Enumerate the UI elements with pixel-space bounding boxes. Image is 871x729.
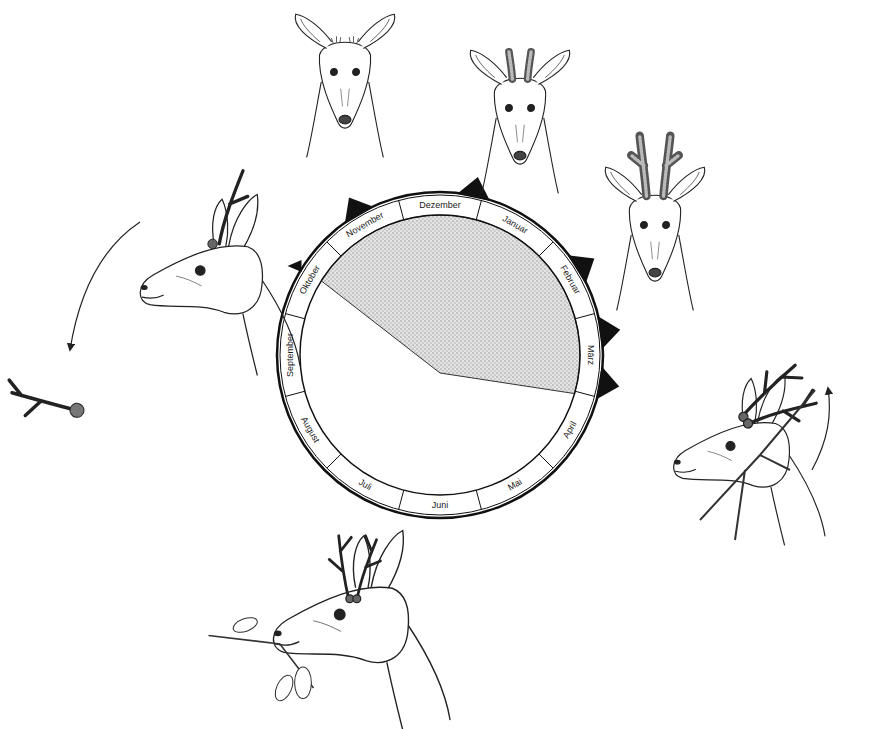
rub-arrow	[812, 388, 829, 470]
month-label: Januar	[501, 214, 529, 236]
deer-head	[295, 14, 395, 157]
month-label: Juni	[432, 501, 449, 510]
month-label: März	[586, 345, 595, 365]
deer-head	[470, 50, 570, 193]
rubbing-branch	[700, 390, 815, 540]
month-label: Oktober	[298, 264, 322, 296]
shaded-period	[321, 215, 580, 394]
shed-antler	[4, 380, 87, 425]
month-label: April	[561, 420, 578, 440]
month-label: Juli	[357, 478, 373, 493]
drop-arrow	[70, 222, 140, 350]
deer-head	[605, 136, 705, 310]
month-label: Mai	[506, 477, 523, 492]
month-label: Februar	[558, 264, 582, 296]
deer-head	[140, 171, 300, 375]
deer-head	[674, 356, 825, 545]
month-label: September	[286, 333, 295, 377]
month-label: Dezember	[419, 201, 461, 210]
month-label: August	[299, 416, 321, 445]
month-label: November	[345, 211, 385, 240]
calendar-ring	[277, 177, 620, 518]
deer-head	[209, 531, 451, 729]
